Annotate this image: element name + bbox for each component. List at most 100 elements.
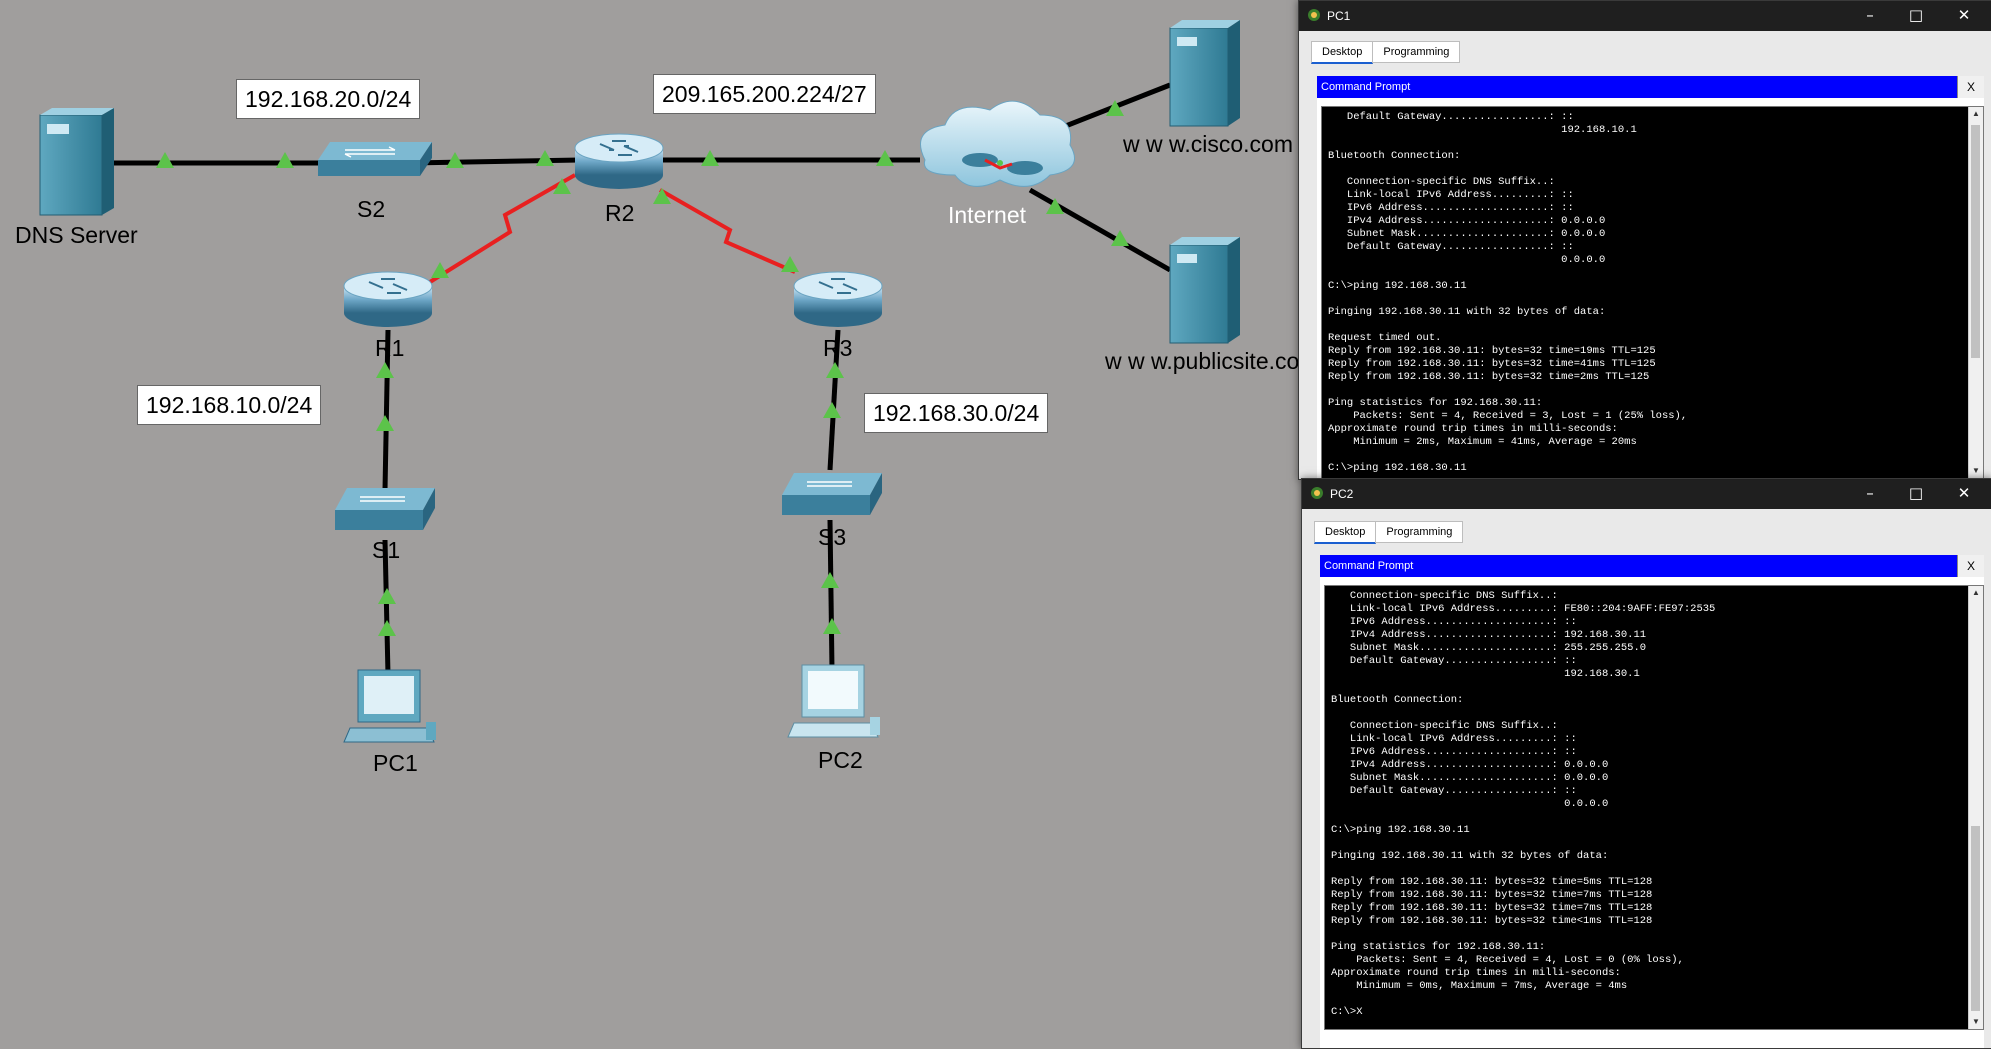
switch-s2-icon[interactable] [318, 142, 432, 176]
subnet-label-lan20[interactable]: 192.168.20.0/24 [236, 79, 421, 119]
router-r1-icon[interactable] [343, 271, 433, 327]
pc1-icon[interactable] [343, 669, 436, 743]
command-prompt-titlebar: Command Prompt X [1317, 76, 1984, 98]
link-up-indicator [1046, 198, 1064, 214]
link-r1-s1 [382, 329, 391, 491]
command-prompt-titlebar: Command Prompt X [1320, 555, 1984, 577]
subnet-label-lan30[interactable]: 192.168.30.0/24 [864, 393, 1049, 433]
link-up-indicator [276, 152, 294, 168]
publicsite-label: w w w.publicsite.com [1105, 348, 1319, 374]
link-up-indicator [653, 188, 671, 204]
command-prompt-panel: Command Prompt X Connection-specific DNS… [1320, 555, 1984, 1048]
link-s2-r2 [409, 157, 581, 166]
console-scrollbar[interactable]: ▲ ▼ [1968, 107, 1983, 478]
maximize-button[interactable]: □ [1908, 484, 1924, 502]
link-r2-r1 [428, 173, 576, 284]
link-s3-pc2 [827, 519, 835, 671]
link-up-indicator [376, 415, 394, 431]
minimize-button[interactable]: – [1866, 6, 1874, 24]
scroll-down-icon[interactable]: ▼ [1972, 1017, 1980, 1026]
console-text: Connection-specific DNS Suffix..: Link-l… [1331, 590, 1716, 1018]
s3-label: S3 [818, 524, 847, 550]
internet-label: Internet [948, 202, 1026, 228]
tab-programming[interactable]: Programming [1372, 41, 1461, 63]
link-up-indicator [701, 150, 719, 166]
link-up-indicator [431, 262, 449, 278]
pc2-window-titlebar[interactable]: PC2 – □ ✕ [1302, 479, 1991, 509]
scroll-up-icon[interactable]: ▲ [1972, 588, 1980, 597]
window-title: PC2 [1330, 487, 1354, 501]
command-prompt-title: Command Prompt [1321, 81, 1411, 93]
link-indicators [156, 100, 1129, 636]
r2-label: R2 [605, 200, 635, 226]
minimize-button[interactable]: – [1866, 484, 1874, 502]
scroll-down-icon[interactable]: ▼ [1972, 466, 1980, 475]
scroll-up-icon[interactable]: ▲ [1972, 109, 1980, 118]
link-s1-pc1 [382, 539, 391, 676]
tab-desktop[interactable]: Desktop [1311, 41, 1374, 64]
pc2-icon[interactable] [787, 664, 880, 738]
link-up-indicator [821, 572, 839, 588]
command-prompt-panel: Command Prompt X Default Gateway........… [1317, 76, 1984, 479]
link-up-indicator [1106, 100, 1124, 116]
subnet-label-wan[interactable]: 209.165.200.224/27 [653, 74, 876, 114]
tab-programming[interactable]: Programming [1375, 521, 1464, 543]
r1-label: R1 [375, 335, 405, 361]
s1-label: S1 [372, 537, 401, 563]
cisco-server-icon[interactable] [1169, 20, 1240, 127]
link-up-indicator [378, 620, 396, 636]
pc2-label: PC2 [818, 747, 863, 773]
console-output[interactable]: Connection-specific DNS Suffix..: Link-l… [1324, 585, 1984, 1030]
r3-label: R3 [823, 335, 853, 361]
switch-s1-icon[interactable] [335, 488, 435, 530]
console-output[interactable]: Default Gateway.................: :: 192… [1321, 106, 1984, 479]
link-up-indicator [781, 256, 799, 272]
console-text: Default Gateway.................: :: 192… [1328, 111, 1688, 474]
packet-tracer-icon [1311, 487, 1323, 499]
router-r2-icon[interactable] [574, 133, 664, 189]
serial-links [428, 173, 796, 284]
console-scrollbar[interactable]: ▲ ▼ [1968, 586, 1983, 1029]
switch-s3-icon[interactable] [782, 473, 882, 515]
close-command-prompt-button[interactable]: X [1957, 76, 1984, 98]
link-up-indicator [378, 588, 396, 604]
link-up-indicator [553, 178, 571, 194]
link-up-indicator [536, 150, 554, 166]
link-up-indicator [823, 402, 841, 418]
scroll-thumb[interactable] [1971, 826, 1980, 1011]
close-window-button[interactable]: ✕ [1957, 484, 1971, 502]
link-up-indicator [1111, 230, 1129, 246]
s2-label: S2 [357, 196, 386, 222]
command-prompt-title: Command Prompt [1324, 560, 1414, 572]
pc1-window-titlebar[interactable]: PC1 – □ ✕ [1299, 1, 1991, 31]
topology-canvas[interactable] [0, 0, 1300, 1047]
maximize-button[interactable]: □ [1908, 6, 1924, 24]
router-r3-icon[interactable] [793, 271, 883, 327]
subnet-label-lan10[interactable]: 192.168.10.0/24 [137, 385, 322, 425]
packet-tracer-icon [1308, 9, 1320, 21]
link-internet-publicsite [1028, 187, 1172, 273]
link-up-indicator [823, 618, 841, 634]
link-r2-r3 [659, 188, 796, 274]
link-up-indicator [446, 152, 464, 168]
link-up-indicator [376, 362, 394, 378]
dns-server-icon[interactable] [39, 108, 114, 216]
cisco-label: w w w.cisco.com [1123, 131, 1293, 157]
window-title: PC1 [1327, 9, 1351, 23]
tab-desktop[interactable]: Desktop [1314, 521, 1377, 544]
close-window-button[interactable]: ✕ [1957, 6, 1971, 24]
close-command-prompt-button[interactable]: X [1957, 555, 1984, 577]
link-up-indicator [876, 150, 894, 166]
link-up-indicator [156, 152, 174, 168]
dns-server-label: DNS Server [15, 222, 138, 248]
internet-cloud-icon[interactable] [920, 100, 1075, 187]
link-up-indicator [826, 362, 844, 378]
pc1-label: PC1 [373, 750, 418, 776]
publicsite-server-icon[interactable] [1169, 237, 1240, 344]
link-r3-s3 [827, 329, 841, 471]
scroll-thumb[interactable] [1971, 125, 1980, 358]
